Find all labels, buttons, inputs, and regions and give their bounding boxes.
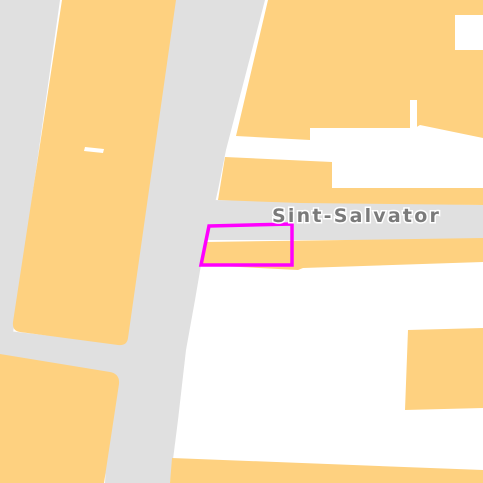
building-gap-notch [410,100,417,128]
road-west-strip [0,0,60,340]
building-east-row [218,157,483,205]
road-sint-salvator [208,200,483,240]
building-south-of-street [200,238,483,270]
building-east-lot [405,328,483,410]
building-northeast-block [236,0,483,140]
building-gaps-layer [84,100,417,153]
building-south-edge [170,458,483,483]
road-main-avenue [105,0,265,483]
building-gap-mark [84,147,104,153]
building-southwest-block [0,354,120,483]
building-west-block [12,0,177,346]
selected-parcel-outline[interactable] [198,222,294,267]
street-label-sint-salvator: Sint-Salvator [272,205,441,227]
